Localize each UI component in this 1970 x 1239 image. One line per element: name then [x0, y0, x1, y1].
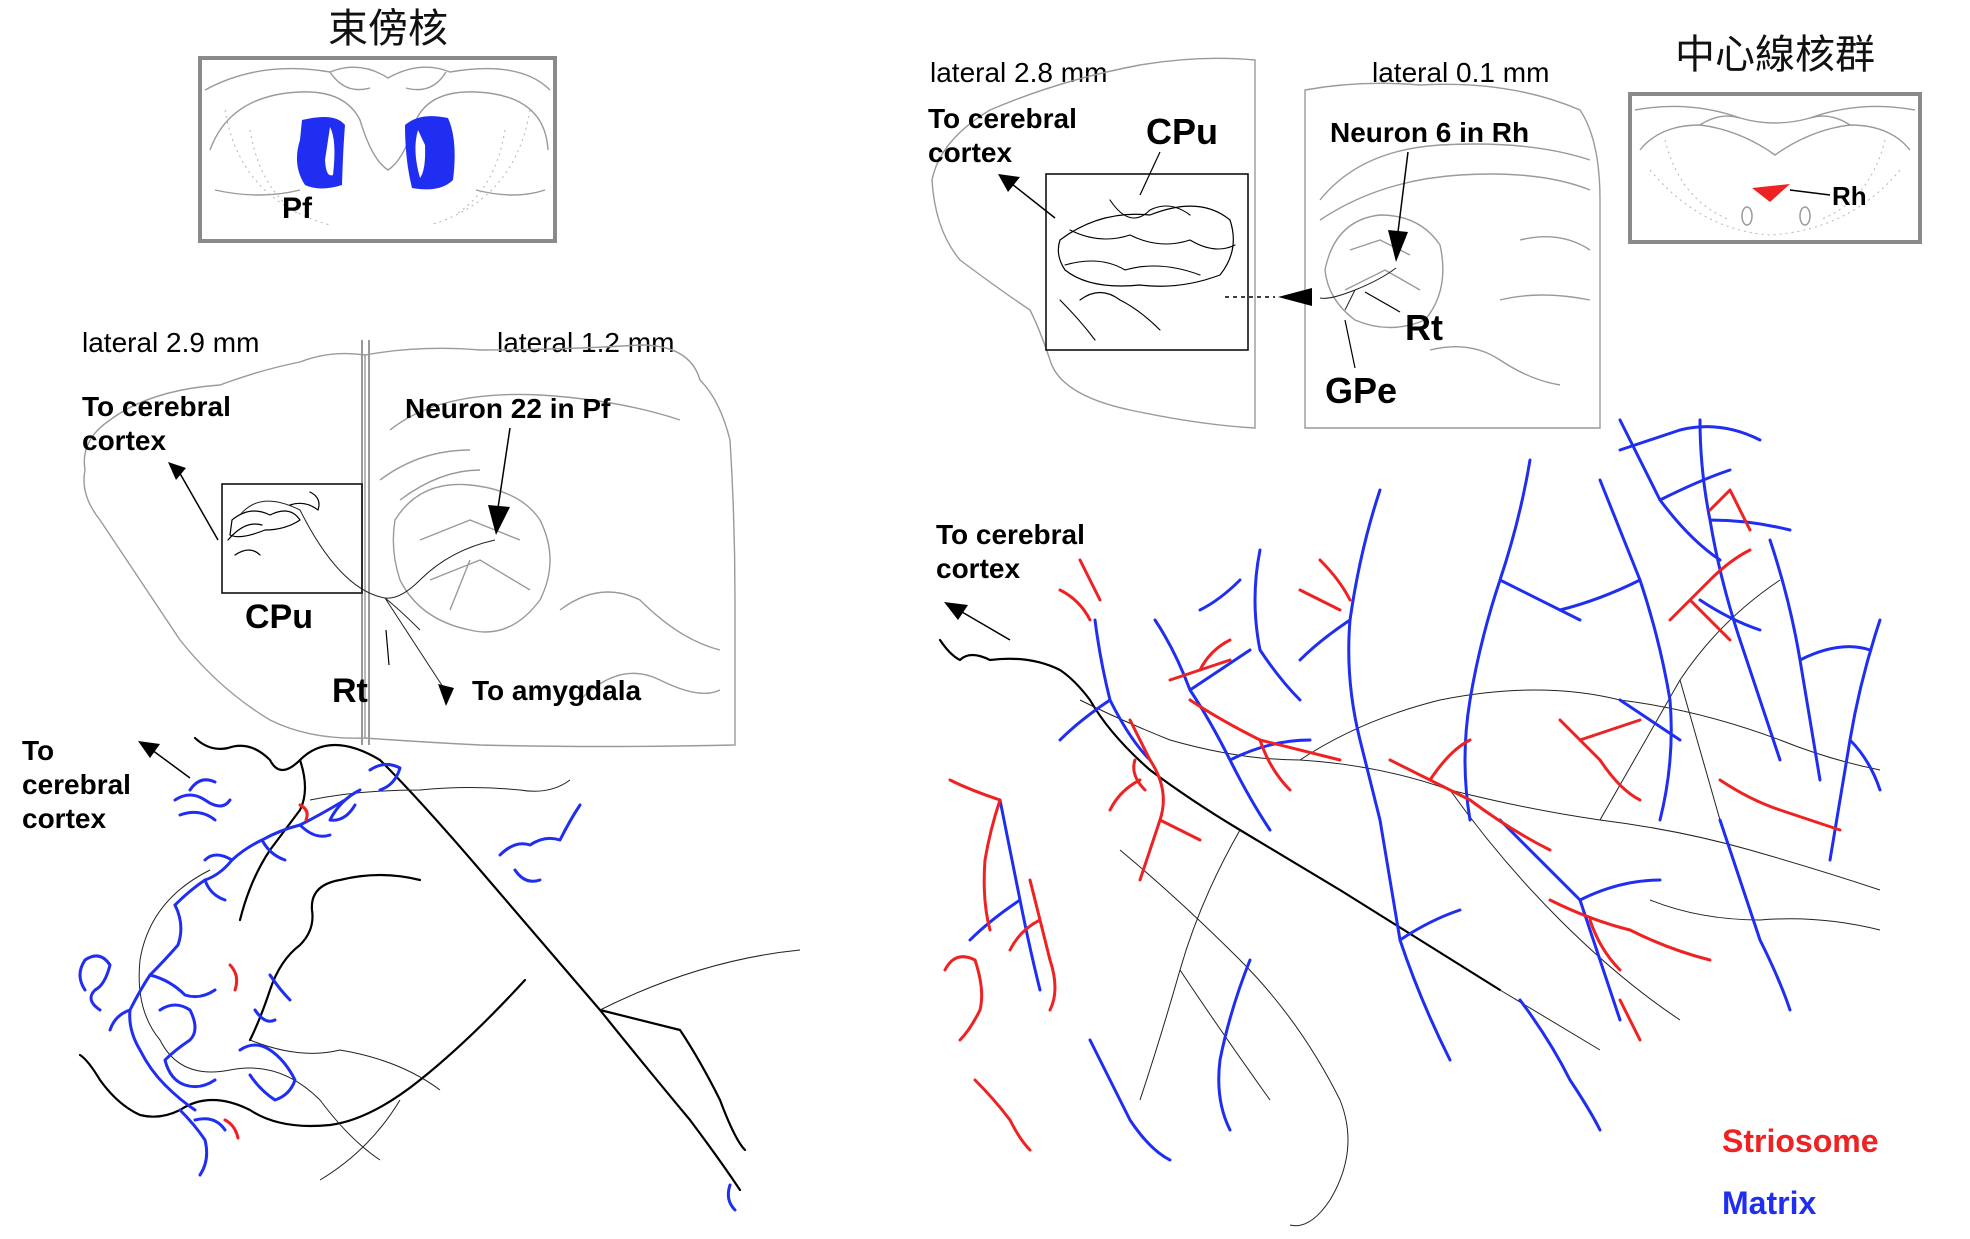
- rh-inset-frame: [1628, 92, 1922, 244]
- rh-to-cortex-1: To cerebral: [928, 103, 1077, 134]
- pf-cpu-frame: [221, 483, 363, 594]
- pf-cpu-label: CPu: [245, 598, 313, 636]
- rh-tracing-arrow-icon: [944, 602, 968, 620]
- legend-matrix: Matrix: [1722, 1185, 1816, 1221]
- rh-inset-label: Rh: [1832, 181, 1867, 211]
- rh-cortex-arrow-icon: [998, 174, 1020, 192]
- pf-sagittal-panel: lateral 2.9 mm lateral 1.2 mm To cerebra…: [82, 327, 736, 748]
- pf-neuron-tracing: To cerebral cortex: [22, 735, 801, 1212]
- legend-striosome: Striosome: [1722, 1123, 1878, 1159]
- pf-to-cortex-1: To cerebral: [82, 391, 231, 422]
- rh-coronal-inset: 中心線核群 Rh: [1628, 32, 1922, 244]
- pf-neuron-label: Neuron 22 in Pf: [405, 393, 611, 424]
- rh-sagittal-panel: lateral 2.8 mm lateral 0.1 mm To cerebra…: [928, 57, 1601, 429]
- rh-cpu-frame: [1045, 173, 1249, 351]
- rh-to-cortex-2: cortex: [928, 137, 1012, 168]
- pf-left-region: [296, 116, 345, 189]
- pf-tracing-to-3: cortex: [22, 803, 106, 834]
- rh-rt-label: Rt: [1405, 307, 1443, 348]
- rh-region: [1752, 184, 1790, 202]
- rh-lateral-right: lateral 0.1 mm: [1372, 57, 1549, 88]
- rh-title: 中心線核群: [1675, 32, 1875, 78]
- rh-tracing-to-1: To cerebral: [936, 519, 1085, 550]
- pf-tracing-to-1: To: [22, 735, 54, 766]
- rh-neuron-label: Neuron 6 in Rh: [1330, 117, 1529, 148]
- rh-cpu-label: CPu: [1146, 111, 1218, 152]
- rh-gpe-label: GPe: [1325, 370, 1397, 411]
- pf-tracing-arrow-icon: [138, 741, 160, 758]
- pf-tracing-to-2: cerebral: [22, 769, 131, 800]
- rh-neuron-tracing: To cerebral cortex: [936, 418, 1882, 1227]
- rh-projection-arrow-icon: [1278, 288, 1312, 306]
- pf-rt-label: Rt: [332, 672, 368, 710]
- rh-neuron-arrow-icon: [1388, 230, 1408, 262]
- pf-amygdala-label: To amygdala: [472, 675, 642, 706]
- pf-coronal-inset: 束傍核 Pf: [198, 6, 557, 243]
- pf-cortex-arrow-icon: [168, 462, 186, 480]
- pf-amygdala-arrow-icon: [438, 684, 454, 706]
- pf-to-cortex-2: cortex: [82, 425, 166, 456]
- pf-neuron-arrow-icon: [488, 505, 510, 535]
- pf-lateral-left: lateral 2.9 mm: [82, 327, 259, 358]
- pf-right-region: [405, 116, 455, 190]
- pf-lateral-right: lateral 1.2 mm: [497, 327, 674, 358]
- pf-title: 束傍核: [328, 6, 448, 52]
- pf-inset-label: Pf: [282, 192, 313, 225]
- rh-lateral-left: lateral 2.8 mm: [930, 57, 1107, 88]
- rh-tracing-to-2: cortex: [936, 553, 1020, 584]
- pf-inset-frame: [198, 56, 557, 243]
